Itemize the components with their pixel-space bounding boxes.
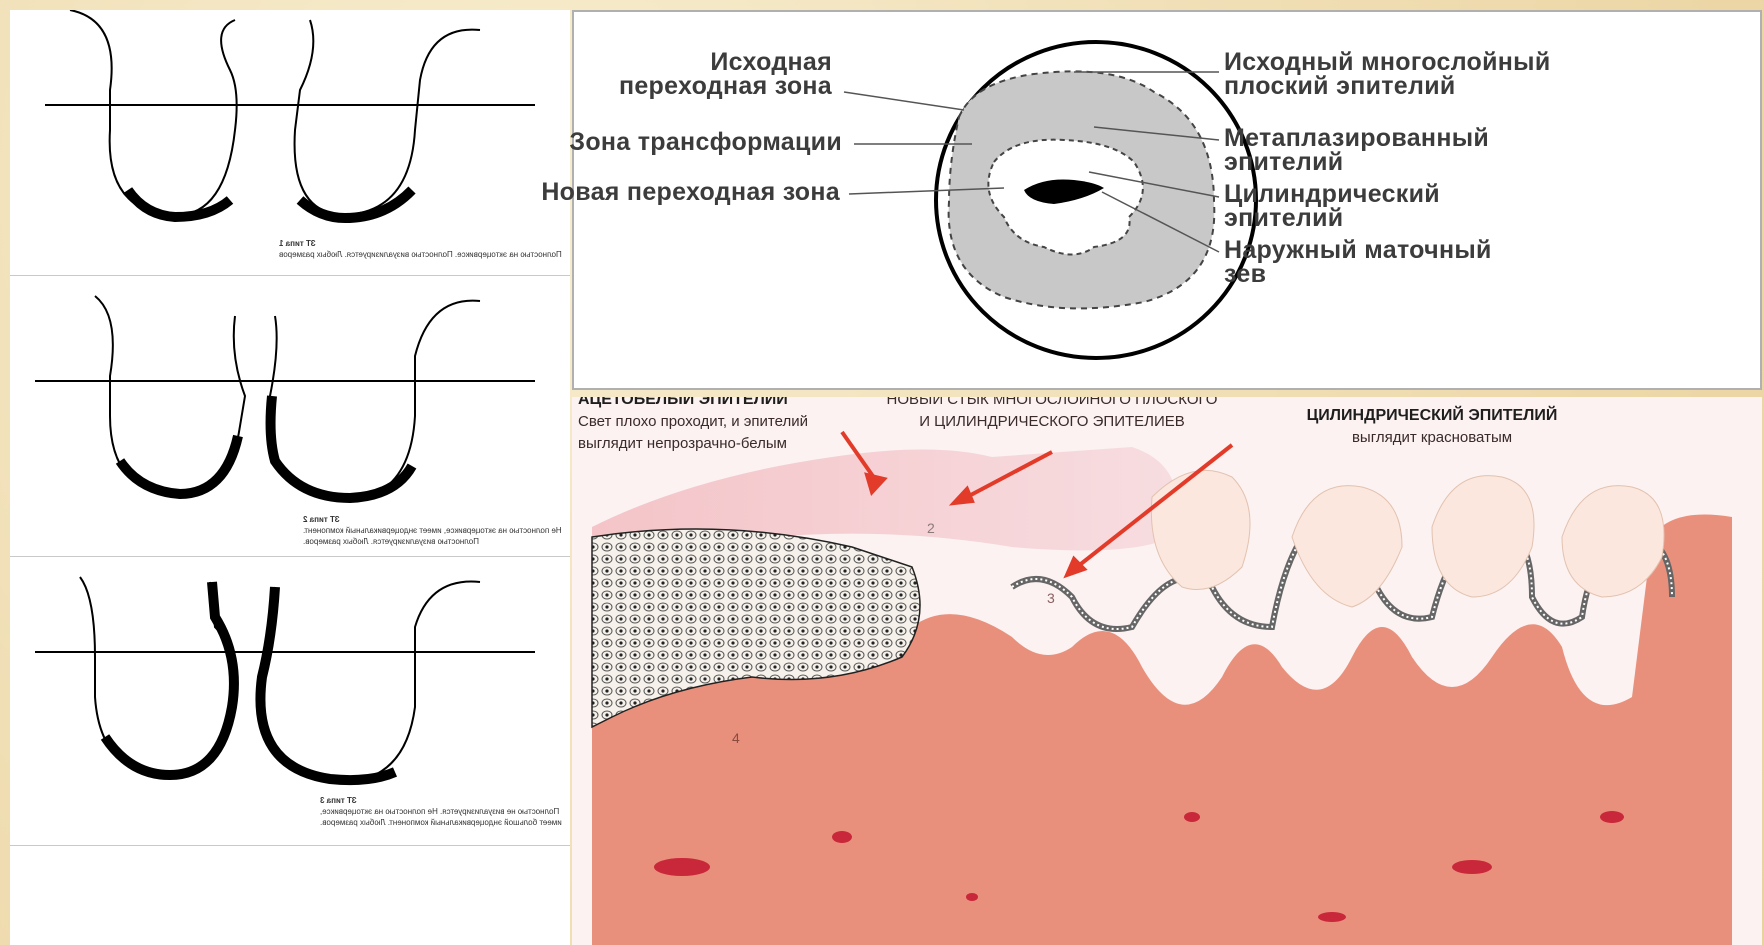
label-original-squamous-line-1: Исходный многослойный (1224, 50, 1551, 74)
label-columnar-line-2: эпителий (1224, 206, 1440, 230)
label-acetowhite: АЦЕТОБЕЛЫЙ ЭПИТЕЛИЙ Свет плохо проходит,… (578, 397, 808, 455)
zt-type-1-caption: ЗТ типа 1 Полностью на эктоцервиксе. Пол… (279, 238, 562, 260)
label-columnar-epithelium: Цилиндрический эпителий (1224, 182, 1440, 230)
zt-type-3-caption: ЗТ типа 3 Полностью не визуализируется. … (320, 795, 562, 828)
label-metaplastic-line-2: эпителий (1224, 150, 1489, 174)
cervix-zone-diagram: Исходная переходная зона Зона трансформа… (572, 10, 1762, 390)
label-acetowhite-line-2: выглядит непрозрачно-белым (578, 433, 808, 455)
label-metaplastic-epithelium: Метаплазированный эпителий (1224, 126, 1489, 174)
label-columnar-line-1: Цилиндрический (1224, 182, 1440, 206)
label-external-os: Наружный маточный зев (1224, 238, 1492, 286)
epithelium-illustration: АЦЕТОБЕЛЫЙ ЭПИТЕЛИЙ Свет плохо проходит,… (572, 397, 1762, 945)
label-new-junction-line-2: И ЦИЛИНДРИЧЕСКОГО ЭПИТЕЛИЕВ (862, 411, 1242, 433)
zt-type-2-caption: ЗТ типа 2 Не полностью на эктоцервиксе, … (303, 514, 562, 547)
number-2: 2 (927, 517, 935, 539)
label-new-junction: НОВЫЙ СТЫК МНОГОСЛОЙНОГО ПЛОСКОГО И ЦИЛИ… (862, 397, 1242, 433)
zt-type-1-title: ЗТ типа 1 (279, 238, 562, 249)
zt-type-3: ЗТ типа 3 Полностью не визуализируется. … (10, 557, 570, 846)
zt-type-3-line-2: имеет большой эндоцервикальный компонент… (320, 817, 562, 828)
zt-type-2-line-1: Не полностью на эктоцервиксе, имеет эндо… (303, 525, 562, 536)
label-original-transition-zone-line-2: переходная зона (619, 74, 832, 98)
zt-type-1-drawing (10, 10, 570, 275)
label-columnar-title: ЦИЛИНДРИЧЕСКИЙ ЭПИТЕЛИЙ (1272, 405, 1592, 427)
zt-type-2-line-2: Полностью визуализируется. Любых размеро… (303, 536, 562, 547)
zt-type-3-line-1: Полностью не визуализируется. Не полност… (320, 806, 562, 817)
epithelium-drawing (572, 397, 1762, 945)
label-new-transition-zone-line-1: Новая переходная зона (541, 180, 840, 204)
label-external-os-line-2: зев (1224, 262, 1492, 286)
zt-type-2-title: ЗТ типа 2 (303, 514, 562, 525)
label-new-junction-line-1: НОВЫЙ СТЫК МНОГОСЛОЙНОГО ПЛОСКОГО (862, 397, 1242, 411)
zt-type-3-title: ЗТ типа 3 (320, 795, 562, 806)
number-4: 4 (732, 727, 740, 749)
zt-type-2: ЗТ типа 2 Не полностью на эктоцервиксе, … (10, 276, 570, 557)
label-new-transition-zone: Новая переходная зона (541, 180, 840, 204)
label-original-squamous-line-2: плоский эпителий (1224, 74, 1551, 98)
villi (1151, 470, 1664, 607)
label-original-transition-zone: Исходная переходная зона (619, 50, 832, 98)
number-3: 3 (1047, 587, 1055, 609)
label-original-transition-zone-line-1: Исходная (619, 50, 832, 74)
zt-type-1-line-1: Полностью на эктоцервиксе. Полностью виз… (279, 249, 562, 260)
label-acetowhite-title: АЦЕТОБЕЛЫЙ ЭПИТЕЛИЙ (578, 397, 808, 411)
label-columnar-line-1: выглядит красноватым (1272, 427, 1592, 449)
zt-types-panel: ЗТ типа 1 Полностью на эктоцервиксе. Пол… (10, 10, 570, 945)
label-acetowhite-line-1: Свет плохо проходит, и эпителий (578, 411, 808, 433)
label-metaplastic-line-1: Метаплазированный (1224, 126, 1489, 150)
label-transformation-zone-line-1: Зона трансформации (569, 130, 842, 154)
label-original-squamous: Исходный многослойный плоский эпителий (1224, 50, 1551, 98)
zt-type-1: ЗТ типа 1 Полностью на эктоцервиксе. Пол… (10, 10, 570, 276)
label-columnar: ЦИЛИНДРИЧЕСКИЙ ЭПИТЕЛИЙ выглядит краснов… (1272, 405, 1592, 449)
label-external-os-line-1: Наружный маточный (1224, 238, 1492, 262)
label-transformation-zone: Зона трансформации (569, 130, 842, 154)
